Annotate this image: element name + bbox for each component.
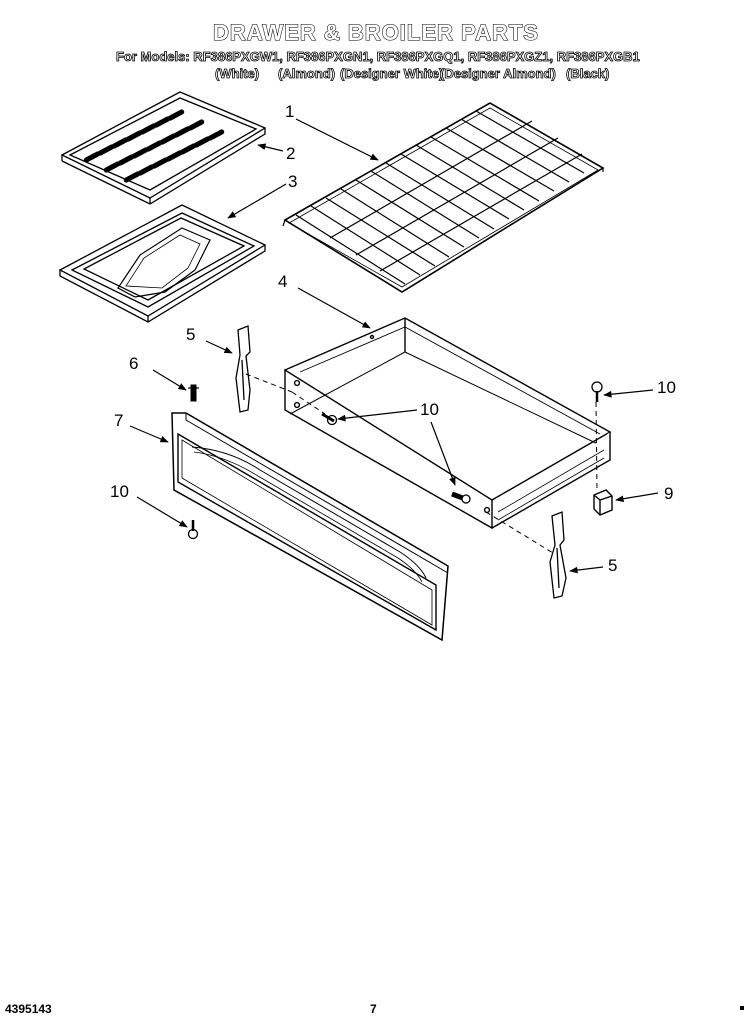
clip-part-9: [593, 489, 613, 516]
alignment-lines: [245, 373, 598, 554]
callout-10-right: 10: [657, 378, 676, 397]
page-title: DRAWER & BROILER PARTS: [212, 19, 539, 45]
oven-rack: [282, 102, 605, 293]
callout-2: 2: [286, 144, 295, 163]
callout-10-left: 10: [110, 482, 129, 501]
drawer-slide-left: [235, 325, 251, 413]
color-almond: (Almond): [278, 66, 336, 82]
screw-part-10-lower: [451, 491, 471, 504]
callout-3: 3: [288, 172, 297, 191]
leader-arrows: [129, 118, 659, 574]
callout-7: 7: [114, 411, 123, 430]
callout-5-right: 5: [608, 556, 617, 575]
color-designer-almond: (Designer Almond): [440, 66, 557, 82]
screw-part-10-right: [591, 381, 603, 402]
screw-part-6: [188, 384, 199, 402]
doc-number: 4395143: [5, 1002, 52, 1016]
color-white: (White): [215, 66, 260, 82]
screw-part-10-center: [321, 412, 338, 426]
page-number: 7: [370, 1002, 377, 1016]
drawer-slide-right: [549, 511, 567, 599]
screw-part-10-left: [187, 520, 199, 540]
corner-mark: [740, 1006, 744, 1010]
callout-10-center: 10: [420, 400, 439, 419]
callout-1: 1: [285, 102, 294, 121]
models-line: For Models: RF386PXGW1, RF386PXGN1, RF38…: [116, 49, 641, 65]
callout-4: 4: [278, 272, 287, 291]
drawer-tray: [284, 317, 612, 530]
callout-6: 6: [129, 354, 138, 373]
broiler-pan: [58, 204, 267, 323]
broiler-grid: [60, 91, 267, 205]
drawer-front-panel: [171, 412, 449, 642]
color-black: (Black): [566, 66, 610, 82]
callout-9: 9: [664, 484, 673, 503]
color-designer-white: (Designer White): [340, 66, 444, 82]
callout-5-left: 5: [186, 325, 195, 344]
